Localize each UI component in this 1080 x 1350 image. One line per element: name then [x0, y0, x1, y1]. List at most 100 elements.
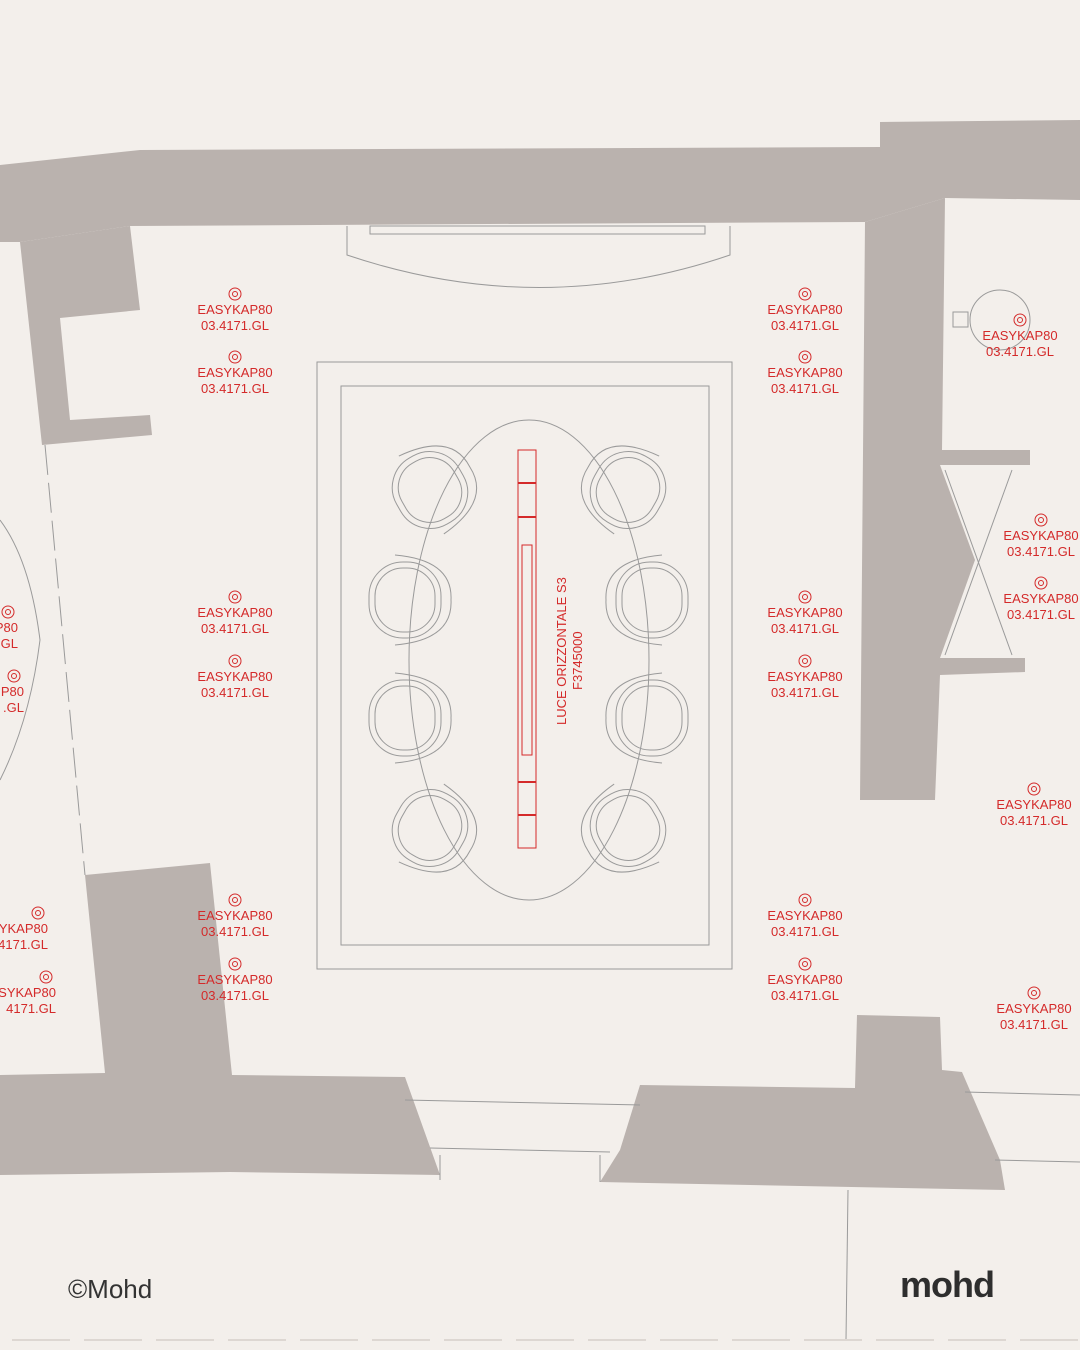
fixture-code: 03.4171.GL — [201, 685, 269, 700]
chair — [368, 672, 452, 764]
chair-seat-inner — [621, 685, 683, 751]
wall-right-vertical — [860, 198, 1030, 800]
walls — [0, 120, 1080, 1190]
fixture-code: 03.4171.GL — [1000, 1017, 1068, 1032]
ceiling-light-icon-inner — [802, 354, 808, 360]
fixture-code: 03.4171.GL — [201, 621, 269, 636]
fixture-labels: EASYKAP8003.4171.GLEASYKAP8003.4171.GLEA… — [0, 287, 1079, 1032]
light-inner — [521, 544, 533, 756]
mohd-logo: mohd — [900, 1264, 995, 1305]
chair-back — [394, 672, 452, 764]
fixture-model: EASYKAP80 — [197, 908, 272, 923]
ceiling-light-icon — [31, 906, 45, 920]
fixture-code: 03.4171.GL — [771, 685, 839, 700]
chair-back — [605, 554, 663, 646]
chair — [391, 783, 478, 873]
left-wall-dashed — [44, 444, 86, 876]
table-light-label: LUCE ORIZZONTALE S3F3745000 — [554, 577, 585, 725]
fixture-code: 03.4171.GL — [1000, 813, 1068, 828]
fixture-model: EASYKAP80 — [996, 1001, 1071, 1016]
ceiling-light-icon — [39, 970, 53, 984]
copyright-text: ©Mohd — [68, 1274, 153, 1304]
footer-divider — [845, 1189, 849, 1341]
chair — [605, 554, 689, 646]
fixture-code: 03.4171.GL — [201, 318, 269, 333]
ceiling-light-icon — [228, 957, 242, 971]
ceiling-light-icon — [798, 654, 812, 668]
fixture-code: 03.4171.GL — [771, 381, 839, 396]
fixture-label: P80GL — [0, 605, 18, 651]
fixture-code: 03.4171.GL — [201, 381, 269, 396]
ceiling-light-icon — [1027, 986, 1041, 1000]
chair-seat-inner — [374, 567, 436, 633]
door-bottom-right — [964, 1091, 1080, 1163]
fixture-code: .GL — [3, 700, 24, 715]
ceiling-light-icon — [228, 893, 242, 907]
fixture-model: YKAP80 — [0, 921, 48, 936]
ceiling-light-icon-inner — [1031, 786, 1037, 792]
ceiling-light-icon-inner — [802, 897, 808, 903]
chair-seat — [615, 561, 689, 639]
ceiling-light-icon-inner — [1038, 580, 1044, 586]
ceiling-light-icon-inner — [802, 658, 808, 664]
ceiling-light-icon — [798, 590, 812, 604]
ceiling-light-icon-inner — [802, 961, 808, 967]
chair-back — [394, 554, 452, 646]
ceiling-light-icon — [228, 654, 242, 668]
chairs — [368, 445, 689, 873]
ceiling-light-icon — [7, 669, 21, 683]
arc-window-top — [346, 226, 731, 288]
ceiling-light-icon — [1013, 313, 1027, 327]
chair-seat — [368, 561, 442, 639]
chair-seat — [368, 679, 442, 757]
fixture-model: EASYKAP80 — [197, 669, 272, 684]
fixture-model: EASYKAP80 — [197, 972, 272, 987]
ceiling-light-icon — [798, 893, 812, 907]
wall-top — [0, 120, 1080, 242]
oval-table — [408, 419, 650, 901]
fixture-code: 4171.GL — [0, 937, 48, 952]
fixture-code: 03.4171.GL — [201, 988, 269, 1003]
ceiling-light-icon — [1034, 513, 1048, 527]
left-room-curve — [0, 519, 41, 781]
chair-seat — [391, 789, 469, 867]
door-bottom — [404, 1099, 641, 1182]
chair-seat — [391, 451, 469, 529]
ceiling-light-icon-inner — [232, 594, 238, 600]
fixture-code: 03.4171.GL — [771, 924, 839, 939]
fixture-model: EASYKAP80 — [767, 669, 842, 684]
ceiling-light-icon — [798, 287, 812, 301]
chair-seat — [589, 789, 667, 867]
architectural-lines — [0, 225, 1080, 1341]
ceiling-light-icon-inner — [232, 961, 238, 967]
ceiling-light-icon-inner — [1017, 317, 1023, 323]
chair-seat — [615, 679, 689, 757]
fixture-model: EASYKAP80 — [767, 605, 842, 620]
ceiling-light-icon-inner — [232, 658, 238, 664]
fixture-code: GL — [1, 636, 18, 651]
fixture-code: 03.4171.GL — [771, 988, 839, 1003]
ceiling-light-icon — [228, 287, 242, 301]
ceiling-light-icon-inner — [802, 291, 808, 297]
table-light-code: F3745000 — [570, 631, 585, 690]
chair-seat-inner — [374, 685, 436, 751]
chair — [605, 672, 689, 764]
chair-back — [580, 445, 660, 535]
fixture-code: 03.4171.GL — [1007, 607, 1075, 622]
ceiling-light-icon — [228, 590, 242, 604]
fixture-label: P80.GL — [1, 669, 24, 715]
rug-outer — [316, 361, 733, 970]
